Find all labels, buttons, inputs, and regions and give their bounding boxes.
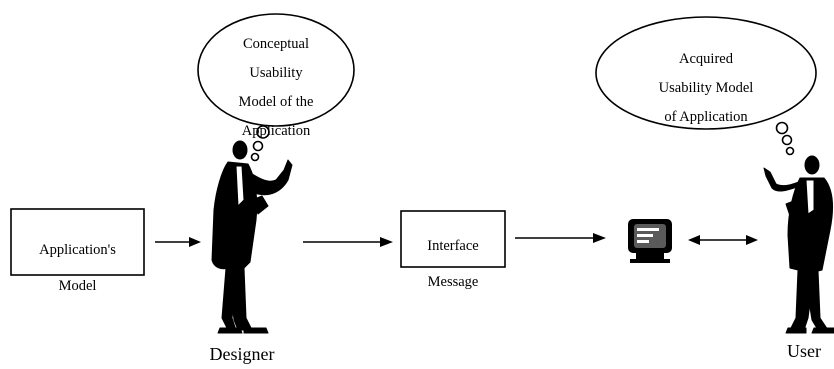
interface-message-line-2: Message [427,274,479,291]
designer-thought-line-2: Usability [249,64,303,81]
designer-thought-line-3: Model of the [238,93,314,110]
application-model-line-2: Model [58,278,97,295]
interface-message-text: Interface Message [401,219,505,310]
user-thought-line-2: Usability Model [658,79,754,96]
user-thought-bubble-2 [781,134,793,146]
user-thought-ellipse [595,16,817,130]
arrow-app-to-designer [155,237,201,247]
interface-message-line-1: Interface [427,238,479,255]
application-model-box [10,208,145,276]
user-caption: User [787,341,821,361]
arrow-designer-to-message [303,237,393,247]
user-thought-bubble-3 [785,146,795,156]
computer-monitor-icon [628,219,672,263]
designer-thought-bubble-3 [250,152,260,162]
designer-thought-ellipse [197,13,355,127]
user-thought-line-1: Acquired [679,50,733,67]
designer-thought-line-4: Application [241,122,311,139]
designer-thought-bubble-1 [256,125,270,139]
application-model-line-1: Application's [39,242,116,259]
user-thought-text: Acquired Usability Model of Application [628,37,784,139]
designer-caption: Designer [209,344,275,364]
designer-thought-text: Conceptual Usability Model of the Applic… [214,22,338,153]
designer-figure [211,140,293,334]
designer-thought-bubble-2 [252,140,264,152]
interface-message-box [400,210,506,268]
designer-thought-line-1: Conceptual [242,35,310,52]
user-thought-line-3: of Application [664,108,748,125]
arrow-message-to-computer [515,233,606,243]
arrow-computer-to-user [688,235,758,245]
user-figure [763,155,834,334]
application-model-text: Application's Model [11,223,144,314]
user-thought-bubble-1 [775,121,789,135]
